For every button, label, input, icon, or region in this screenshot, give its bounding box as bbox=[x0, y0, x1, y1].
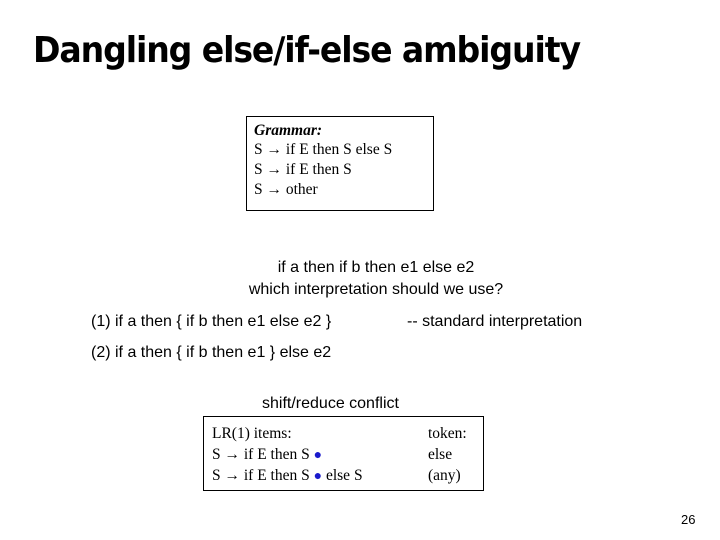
interpretation-2: (2) if a then { if b then e1 } else e2 bbox=[91, 344, 332, 361]
interpretation-1: (1) if a then { if b then e1 else e2 } bbox=[91, 313, 332, 330]
example-question: which interpretation should we use? bbox=[248, 281, 504, 298]
page-number: 26 bbox=[681, 512, 696, 527]
lr-item-token: else bbox=[428, 446, 453, 463]
conflict-label: shift/reduce conflict bbox=[262, 395, 399, 412]
lr-item-text: else S bbox=[322, 467, 363, 484]
example-statement: if a then if b then e1 else e2 bbox=[277, 259, 475, 276]
lr-item-token: (any) bbox=[428, 467, 461, 484]
lr-item-text: S → if E then S bbox=[212, 446, 314, 463]
dot-icon: ● bbox=[313, 469, 323, 484]
grammar-rule: S → if E then S bbox=[254, 161, 352, 178]
lr-items-box: LR(1) items: token: S → if E then S ● el… bbox=[203, 416, 484, 491]
slide-title: Dangling else/if-else ambiguity bbox=[33, 30, 581, 71]
lr-item-text: S → if E then S bbox=[212, 467, 314, 484]
grammar-box: Grammar: S → if E then S else S S → if E… bbox=[246, 116, 434, 211]
lr-token-header: token: bbox=[428, 425, 467, 442]
dot-icon: ● bbox=[313, 448, 323, 463]
grammar-rule: S → if E then S else S bbox=[254, 141, 393, 158]
lr-item-row: S → if E then S ● bbox=[212, 446, 322, 464]
lr-items-header: LR(1) items: bbox=[212, 425, 292, 442]
grammar-header: Grammar: bbox=[254, 122, 323, 139]
interpretation-1-note: -- standard interpretation bbox=[407, 313, 583, 330]
grammar-rule: S → other bbox=[254, 181, 318, 198]
lr-item-row: S → if E then S ● else S bbox=[212, 467, 363, 485]
